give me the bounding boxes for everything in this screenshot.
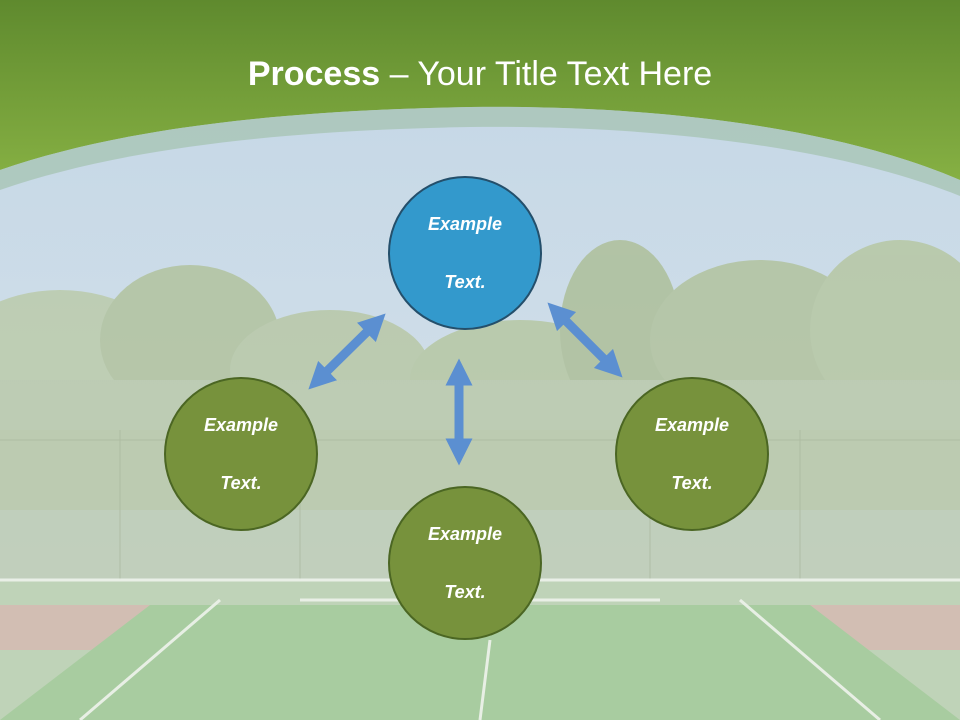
title-rest: – Your Title Text Here bbox=[380, 55, 713, 93]
node-left-line2: Text. bbox=[220, 472, 262, 493]
node-top-line2: Text. bbox=[444, 271, 486, 292]
page-title: Process – Your Title Text Here bbox=[0, 52, 960, 96]
node-right-line2: Text. bbox=[671, 472, 713, 493]
header-swoosh bbox=[0, 106, 960, 196]
node-top-line1: Example bbox=[427, 213, 503, 234]
node-right-line1: Example bbox=[654, 414, 730, 435]
node-left-line1: Example bbox=[203, 414, 279, 435]
header-band bbox=[0, 0, 960, 180]
title-bold: Process bbox=[247, 55, 381, 93]
node-bottom-line2: Text. bbox=[444, 581, 486, 602]
node-bottom-line1: Example bbox=[427, 523, 503, 544]
